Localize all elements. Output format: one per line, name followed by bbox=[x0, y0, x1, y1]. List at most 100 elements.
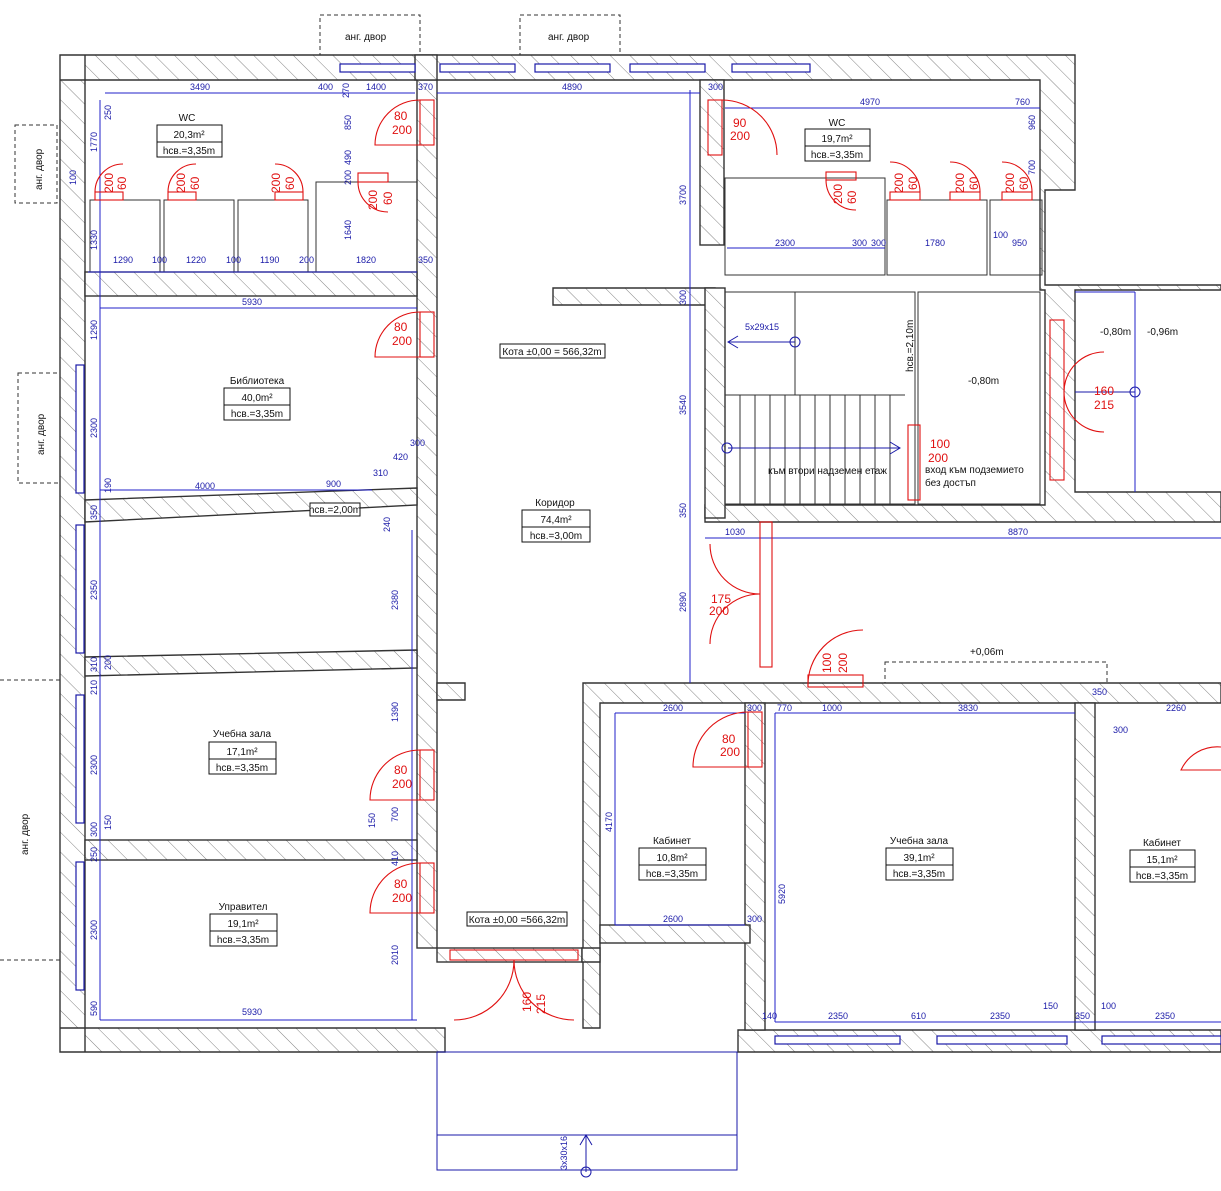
level-mark: -0,80m bbox=[968, 376, 999, 387]
dim: 1400 bbox=[366, 82, 386, 92]
window-bottom-1 bbox=[774, 1035, 901, 1045]
dim: 4000 bbox=[195, 481, 215, 491]
yard-boxes: анг. двор анг. двор анг. двор анг. двор … bbox=[0, 14, 1108, 961]
door-width: 80 bbox=[722, 732, 736, 746]
door-width: 80 bbox=[394, 320, 408, 334]
dim: 200 bbox=[103, 655, 113, 670]
dim: 2300 bbox=[89, 418, 99, 438]
door-height: 200 bbox=[392, 777, 412, 791]
door-width: 60 bbox=[1017, 176, 1031, 190]
level-mark: hсв.=2,10m bbox=[905, 320, 916, 372]
stair-top-wall bbox=[552, 287, 716, 306]
room-box bbox=[1129, 849, 1196, 883]
room-area: 19,7m² bbox=[821, 134, 853, 145]
dim: 2600 bbox=[663, 914, 683, 924]
dim: 900 bbox=[326, 479, 341, 489]
level-entrance: Кота ±0,00 =566,32m bbox=[469, 915, 565, 926]
door-labels: 80 200 90 200 60 200 60 200 60 200 60 20… bbox=[102, 109, 1114, 1014]
door bbox=[419, 99, 435, 146]
ramp-steps: 3x30x16 bbox=[559, 1136, 569, 1170]
room-name: Учебна зала bbox=[213, 728, 272, 740]
window-left-1 bbox=[75, 364, 85, 494]
corridor-right-upper-wall bbox=[699, 79, 725, 246]
room-height: hсв.=3,35m bbox=[893, 869, 945, 880]
dim: 590 bbox=[89, 1001, 99, 1016]
dim: 1780 bbox=[925, 238, 945, 248]
room-name: Управител bbox=[219, 902, 268, 913]
room-box bbox=[223, 387, 291, 421]
dim: 2260 bbox=[1166, 703, 1186, 713]
dim: 1290 bbox=[89, 320, 99, 340]
dim: 4170 bbox=[604, 812, 614, 832]
dim: 300 bbox=[871, 238, 886, 248]
dim: 350 bbox=[678, 503, 688, 518]
stair-treads bbox=[725, 394, 905, 505]
room-height: hсв.=3,35m bbox=[1136, 871, 1188, 882]
dim: 300 bbox=[747, 914, 762, 924]
window-bottom-2 bbox=[936, 1035, 1068, 1045]
room-name: Коридор bbox=[535, 498, 575, 509]
dim: 240 bbox=[382, 517, 392, 532]
dim: 3540 bbox=[678, 395, 688, 415]
dim: 370 bbox=[418, 82, 433, 92]
dim: 700 bbox=[1027, 160, 1037, 175]
dim: 2300 bbox=[89, 920, 99, 940]
dim: 2350 bbox=[89, 580, 99, 600]
dim: 270 bbox=[341, 83, 351, 98]
dim: 400 bbox=[318, 82, 333, 92]
dim: 1290 bbox=[113, 255, 133, 265]
room-area: 74,4m² bbox=[540, 515, 572, 526]
cab-bottom-wall bbox=[599, 924, 751, 944]
dim: 770 bbox=[777, 703, 792, 713]
dimension-lines bbox=[88, 90, 1221, 1023]
yard-label: анг. двор bbox=[34, 148, 45, 190]
dim: 1330 bbox=[89, 230, 99, 250]
room-name: Библиотека bbox=[230, 375, 285, 387]
window-top-5 bbox=[731, 63, 811, 73]
dim: 100 bbox=[68, 170, 78, 185]
door-width: 80 bbox=[394, 109, 408, 123]
dim: 1820 bbox=[356, 255, 376, 265]
door-width: 160 bbox=[1094, 384, 1114, 398]
door-height: 200 bbox=[928, 451, 948, 465]
door-swings bbox=[94, 99, 1221, 1021]
dim: 210 bbox=[89, 680, 99, 695]
dim: 2300 bbox=[775, 238, 795, 248]
room-height: hсв.=3,35m bbox=[811, 150, 863, 161]
room-name: WC bbox=[829, 118, 846, 129]
cab-hall-wall bbox=[744, 702, 766, 1031]
entrance-pier bbox=[581, 947, 601, 963]
room-box bbox=[804, 128, 871, 162]
dim: 700 bbox=[390, 807, 400, 822]
room-box bbox=[209, 913, 278, 947]
dim: 100 bbox=[226, 255, 241, 265]
library-hall-wall bbox=[84, 487, 418, 523]
door-height: 200 bbox=[392, 891, 412, 905]
room-height: hсв.=3,35m bbox=[231, 409, 283, 420]
dim: 1390 bbox=[390, 702, 400, 722]
door-width: 80 bbox=[394, 763, 408, 777]
yard-label: анг. двор bbox=[548, 32, 590, 43]
dim: 310 bbox=[373, 468, 388, 478]
dim: 250 bbox=[103, 105, 113, 120]
dim: 610 bbox=[911, 1011, 926, 1021]
hall-hall-wall bbox=[84, 649, 418, 677]
room-box bbox=[208, 741, 277, 775]
door-width: 100 bbox=[930, 437, 950, 451]
level-mark: -0,96m bbox=[1147, 327, 1178, 338]
dim: 300 bbox=[678, 290, 688, 305]
dim: 420 bbox=[393, 452, 408, 462]
room-box bbox=[156, 124, 223, 158]
window-bottom-3 bbox=[1101, 1035, 1221, 1045]
dim: 950 bbox=[1012, 238, 1027, 248]
door-width: 90 bbox=[733, 116, 747, 130]
level-main: Кота ±0,00 = 566,32m bbox=[502, 347, 601, 358]
dim: 1030 bbox=[725, 527, 745, 537]
door-width: 60 bbox=[381, 191, 395, 205]
dim: 1000 bbox=[822, 703, 842, 713]
door-height: 200 bbox=[174, 173, 188, 193]
door-height: 215 bbox=[1094, 398, 1114, 412]
dim: 2350 bbox=[1155, 1011, 1175, 1021]
dim: 2380 bbox=[390, 590, 400, 610]
